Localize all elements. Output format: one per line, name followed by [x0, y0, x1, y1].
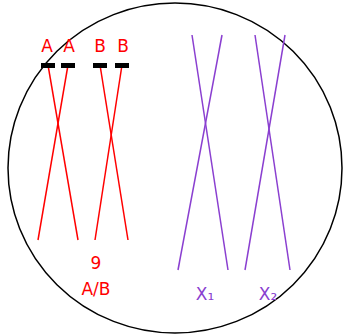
allele-label: B: [117, 38, 129, 55]
band-marks: [41, 63, 129, 68]
allele-label: B: [94, 38, 106, 55]
chromosome-9: [38, 65, 128, 240]
cell-outline: [8, 3, 342, 333]
x-chromosomes: [178, 35, 290, 270]
allele-label: A: [63, 38, 75, 55]
genotype-label: A/B: [81, 281, 110, 298]
chromosome-label: X₂: [259, 286, 277, 303]
chromosome-label: X₁: [196, 286, 214, 303]
chromosome-number: 9: [91, 255, 102, 272]
allele-label: A: [41, 38, 53, 55]
